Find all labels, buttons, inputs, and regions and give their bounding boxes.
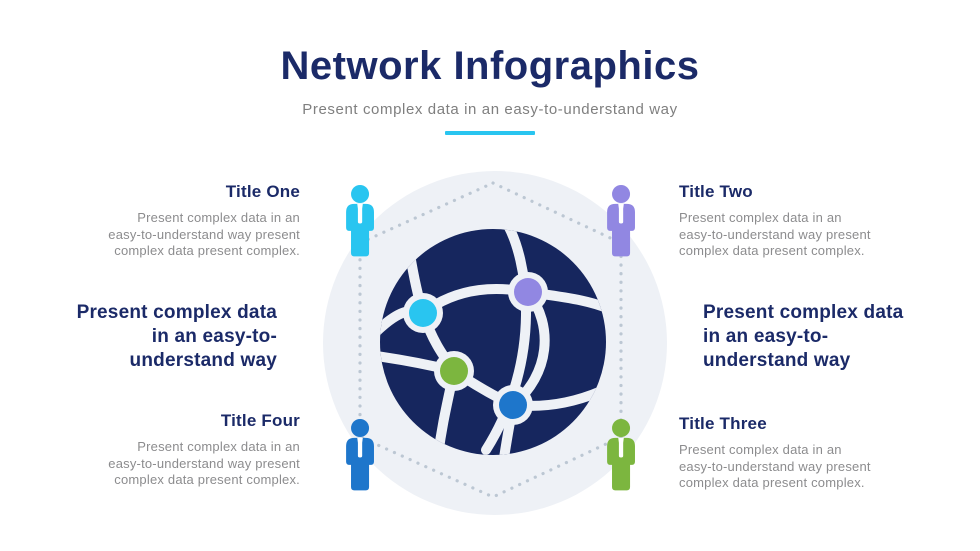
callout-line: understand way: [703, 350, 851, 371]
header: Network Infographics Present complex dat…: [0, 0, 980, 118]
block-title-three: Title Three Present complex data in an e…: [679, 414, 891, 492]
body-line: easy-to-understand way present: [679, 458, 871, 474]
block-title-four: Title Four Present complex data in an ea…: [88, 411, 300, 489]
body-line: complex data present complex.: [679, 243, 865, 258]
block-four-body: Present complex data in an easy-to-under…: [88, 439, 300, 489]
body-line: easy-to-understand way present: [108, 455, 300, 471]
body-line: complex data present complex.: [114, 243, 300, 258]
block-three-body: Present complex data in an easy-to-under…: [679, 442, 891, 492]
callout-line: understand way: [129, 350, 277, 371]
body-line: easy-to-understand way present: [108, 226, 300, 242]
node-green: [440, 357, 468, 385]
page-title: Network Infographics: [280, 44, 700, 88]
body-line: Present complex data in an: [137, 210, 300, 225]
body-line: complex data present complex.: [679, 475, 865, 490]
accent-divider: [445, 131, 535, 135]
callout-right: Present complex data in an easy-to- unde…: [703, 301, 928, 373]
block-one-body: Present complex data in an easy-to-under…: [88, 210, 300, 260]
block-three-title: Title Three: [679, 414, 767, 433]
callout-line: in an easy-to-: [151, 326, 277, 347]
block-one-title: Title One: [225, 182, 300, 201]
block-title-two: Title Two Present complex data in an eas…: [679, 182, 891, 260]
node-cyan: [409, 299, 437, 327]
page-subtitle: Present complex data in an easy-to-under…: [302, 101, 678, 118]
globe-network-icon: [323, 171, 667, 515]
block-two-body: Present complex data in an easy-to-under…: [679, 210, 891, 260]
block-title-one: Title One Present complex data in an eas…: [88, 182, 300, 260]
globe-circle: [380, 229, 606, 455]
body-line: Present complex data in an: [679, 442, 842, 457]
callout-left: Present complex data in an easy-to- unde…: [52, 301, 277, 373]
network-illustration: [300, 158, 690, 518]
callout-line: Present complex data: [76, 302, 277, 323]
node-blue: [499, 391, 527, 419]
block-two-title: Title Two: [679, 182, 753, 201]
callout-line: Present complex data: [703, 302, 904, 323]
callout-line: in an easy-to-: [703, 326, 829, 347]
node-purple: [514, 278, 542, 306]
body-line: Present complex data in an: [679, 210, 842, 225]
body-line: easy-to-understand way present: [679, 226, 871, 242]
block-four-title: Title Four: [220, 411, 300, 430]
body-line: Present complex data in an: [137, 439, 300, 454]
body-line: complex data present complex.: [114, 472, 300, 487]
network-nodes: [403, 272, 548, 425]
